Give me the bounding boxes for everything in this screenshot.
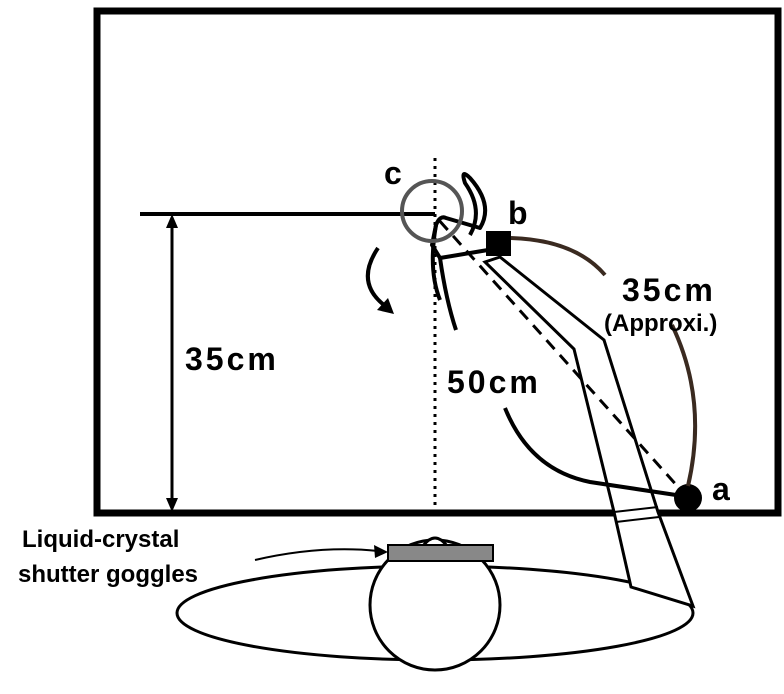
shutter-goggles bbox=[387, 544, 494, 562]
elbow-seam-lower bbox=[615, 516, 660, 523]
marker-b bbox=[486, 231, 511, 256]
point-a-label: a bbox=[712, 471, 733, 507]
reach-distance-arc bbox=[503, 407, 677, 497]
arm-length-arc bbox=[510, 236, 698, 487]
goggles-pointer-arrow bbox=[254, 545, 388, 561]
rotation-arrow bbox=[365, 246, 394, 314]
marker-a bbox=[674, 484, 702, 512]
elbow-seam-upper bbox=[613, 506, 659, 513]
reach-distance-label: 50cm bbox=[447, 364, 541, 400]
reach-dashed-line bbox=[435, 216, 690, 500]
hand-fingers bbox=[430, 172, 489, 260]
finger-curl bbox=[430, 224, 442, 301]
height-label: 35cm bbox=[185, 341, 279, 377]
target-point-c bbox=[400, 179, 464, 243]
point-c-label: c bbox=[384, 155, 405, 191]
workspace-frame bbox=[93, 7, 782, 517]
goggles-label-line1: Liquid-crystal bbox=[22, 526, 179, 553]
thumb bbox=[438, 257, 458, 331]
arm-length-label: 35cm bbox=[622, 272, 716, 308]
arm-length-note: (Approxi.) bbox=[604, 310, 717, 337]
height-dimension-arrow bbox=[166, 214, 178, 512]
point-b-label: b bbox=[508, 195, 531, 231]
goggles-label-line2: shutter goggles bbox=[18, 561, 198, 588]
